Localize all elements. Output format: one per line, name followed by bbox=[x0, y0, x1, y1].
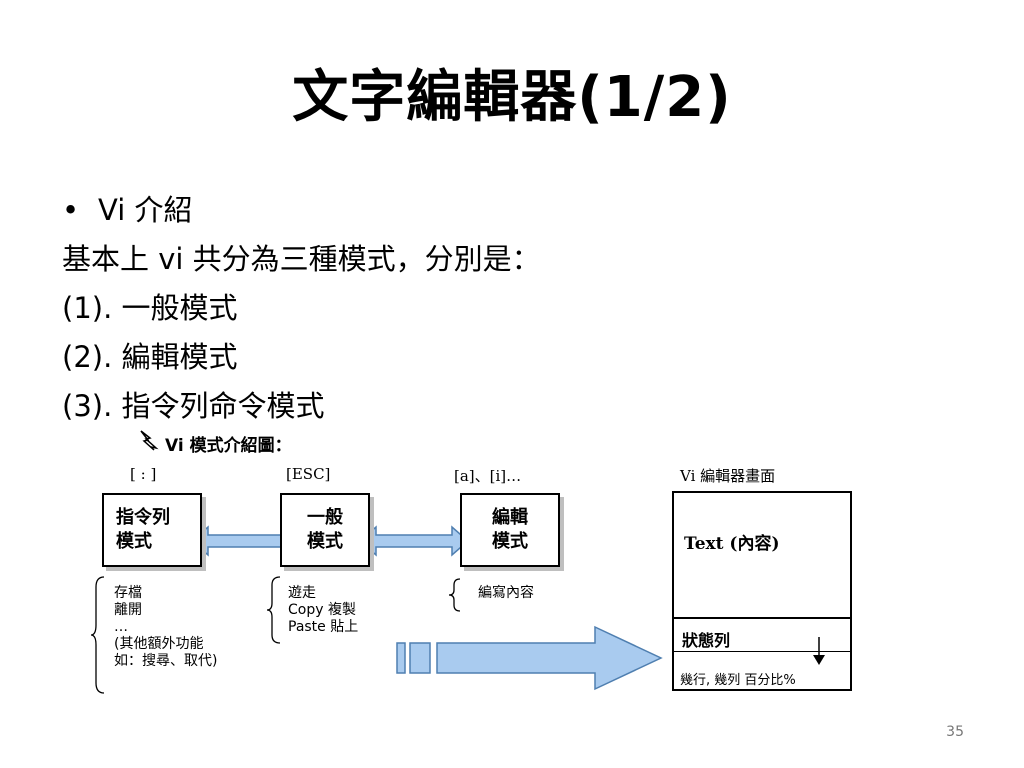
edit-mode-box: 編輯 模式 bbox=[460, 493, 560, 567]
brace-icon bbox=[90, 576, 105, 694]
down-arrow-icon bbox=[813, 637, 825, 665]
body-line: (3). 指令列命令模式 bbox=[62, 389, 325, 423]
slide-title: 文字編輯器(1/2) bbox=[292, 65, 732, 130]
body-line: (2). 編輯模式 bbox=[62, 340, 238, 374]
lightning-icon bbox=[140, 430, 159, 451]
status-bar-line bbox=[674, 651, 850, 652]
edit-mode-list: 編寫內容 bbox=[478, 585, 534, 602]
command-mode-list: 存檔 離開 … (其他額外功能 如：搜尋、取代) bbox=[114, 585, 217, 670]
brace-icon bbox=[266, 576, 281, 644]
command-mode-box: 指令列 模式 bbox=[102, 493, 202, 567]
screen-caption: Vi 編輯器畫面 bbox=[680, 467, 776, 485]
body-line: (1). 一般模式 bbox=[62, 291, 238, 325]
list-item: 存檔 bbox=[114, 585, 142, 601]
status-info: 幾行, 幾列 百分比% bbox=[680, 673, 796, 688]
normal-mode-list: 遊走 Copy 複製 Paste 貼上 bbox=[288, 585, 358, 636]
status-bar-label: 狀態列 bbox=[682, 631, 731, 650]
key-edit: [a]、[i]… bbox=[454, 467, 522, 485]
normal-mode-label: 一般 模式 bbox=[307, 507, 343, 552]
slide-body: • Vi 介紹 基本上 vi 共分為三種模式，分別是： (1). 一般模式 (2)… bbox=[62, 186, 541, 431]
body-line: 基本上 vi 共分為三種模式，分別是： bbox=[62, 242, 541, 276]
list-item: 離開 bbox=[114, 602, 142, 618]
key-command: [ : ] bbox=[130, 465, 157, 483]
normal-mode-box: 一般 模式 bbox=[280, 493, 370, 567]
command-mode-label: 指令列 模式 bbox=[116, 507, 170, 552]
list-item: 遊走 bbox=[288, 585, 316, 601]
list-item: 編寫內容 bbox=[478, 585, 534, 601]
double-arrow-icon bbox=[358, 525, 470, 557]
status-divider bbox=[674, 617, 850, 619]
brace-icon bbox=[448, 578, 461, 612]
list-item: (其他額外功能 bbox=[114, 636, 204, 652]
bullet-text: Vi 介紹 bbox=[98, 193, 193, 227]
page-number: 35 bbox=[946, 724, 964, 740]
diagram-heading: Vi 模式介紹圖： bbox=[165, 436, 292, 456]
screen-content-label: Text (內容) bbox=[684, 534, 780, 554]
vi-mode-diagram: Vi 模式介紹圖： [ : ] [ESC] [a]、[i]… Vi 編輯器畫面 … bbox=[90, 425, 870, 705]
list-item: Paste 貼上 bbox=[288, 619, 359, 635]
bullet-line: • Vi 介紹 bbox=[62, 186, 541, 235]
bullet-mark: • bbox=[62, 193, 80, 227]
key-esc: [ESC] bbox=[286, 465, 331, 483]
big-arrow-icon bbox=[396, 625, 663, 691]
edit-mode-label: 編輯 模式 bbox=[492, 507, 528, 552]
list-item: Copy 複製 bbox=[288, 602, 356, 618]
list-item: … bbox=[114, 619, 128, 635]
list-item: 如：搜尋、取代) bbox=[114, 653, 218, 669]
